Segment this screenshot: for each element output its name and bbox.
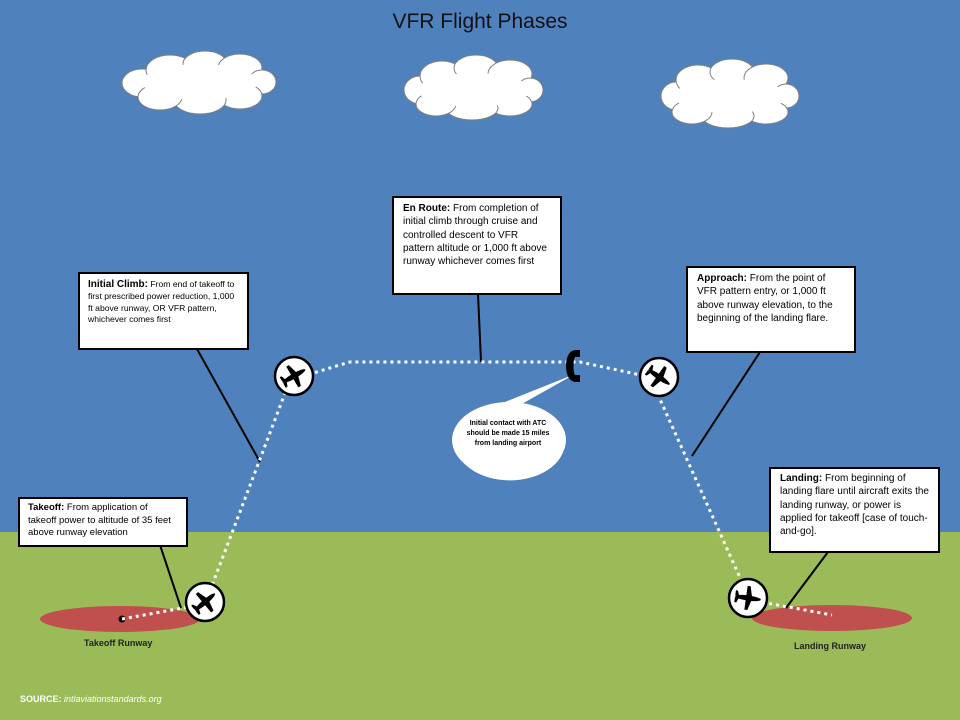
phase-box-en-route: En Route: From completion of initial cli… (392, 196, 562, 295)
phase-box-initial-climb: Initial Climb: From end of takeoff to fi… (78, 272, 249, 350)
landing-runway-label: Landing Runway (794, 641, 866, 651)
takeoff-runway-label: Takeoff Runway (84, 638, 153, 648)
atc-note: Initial contact with ATC should be made … (466, 420, 550, 448)
phase-box-landing: Landing: From beginning of landing flare… (769, 467, 940, 553)
source-credit: SOURCE: intlaviationstandards.org (20, 694, 162, 704)
phase-name: En Route: (403, 203, 451, 214)
source-label: SOURCE: (20, 694, 62, 704)
phase-box-takeoff: Takeoff: From application of takeoff pow… (18, 497, 188, 547)
leader-lines (159, 293, 829, 609)
phase-box-approach: Approach: From the point of VFR pattern … (686, 266, 856, 353)
phase-name: Initial Climb: (88, 279, 148, 290)
airplane-icon (273, 355, 315, 397)
landing-runway (752, 605, 912, 631)
telephone-icon (566, 350, 580, 382)
phase-description: From completion of initial climb through… (403, 203, 547, 268)
phase-description: From beginning of landing flare until ai… (780, 473, 929, 538)
phase-description: From the point of VFR pattern entry, or … (697, 273, 833, 324)
diagram-title: VFR Flight Phases (392, 10, 568, 33)
phase-description: From application of takeoff power to alt… (28, 502, 171, 539)
airplane-icon (727, 577, 769, 619)
source-value: intlaviationstandards.org (64, 694, 162, 704)
phase-description: From end of takeoff to first prescribed … (88, 279, 235, 325)
atc-callout-body (452, 402, 566, 478)
flight-path (121, 360, 833, 621)
phase-name: Takeoff: (28, 502, 65, 513)
airplane-icon (638, 356, 680, 398)
cloud-icon (121, 50, 277, 115)
cloud-icon (403, 54, 544, 121)
cloud-icon (660, 58, 800, 129)
phase-name: Approach: (697, 273, 747, 284)
airplane-icon (184, 581, 226, 623)
phase-name: Landing: (780, 473, 823, 484)
